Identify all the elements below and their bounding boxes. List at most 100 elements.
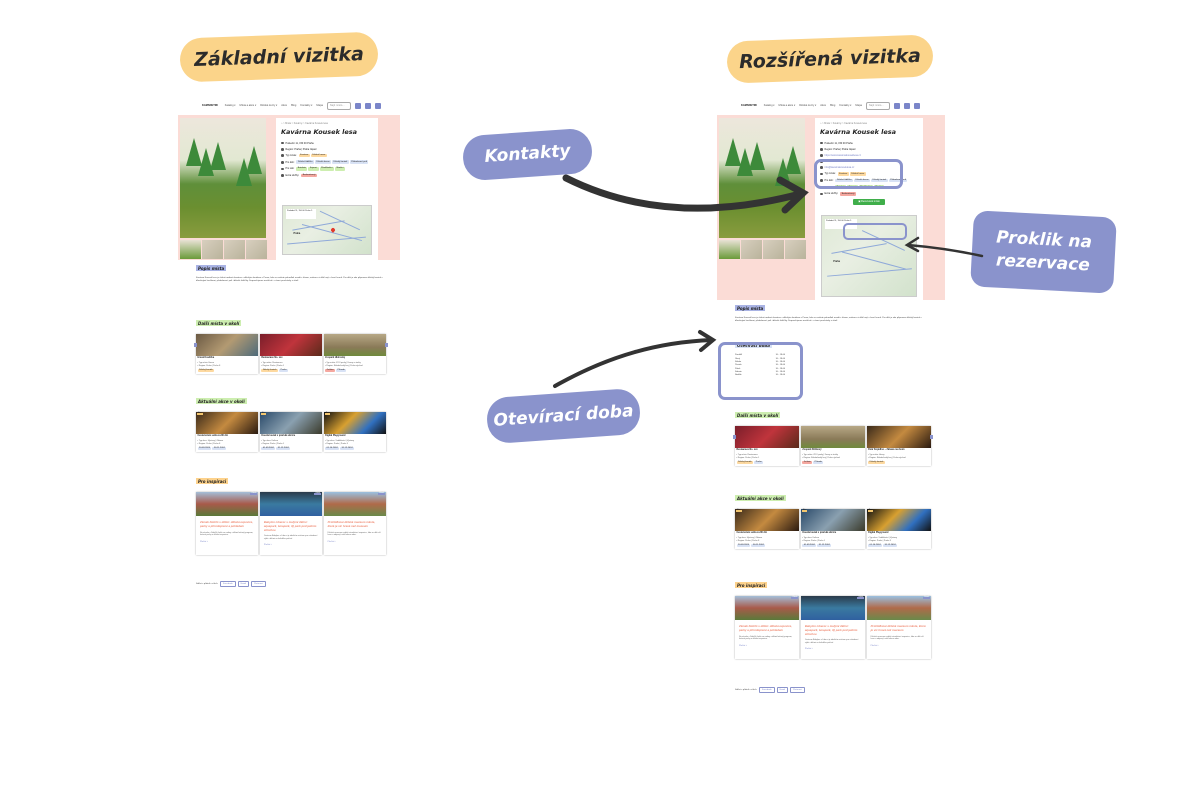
gallery-thumb[interactable] bbox=[741, 240, 762, 259]
event-card-title[interactable]: Kouzla loutek v pražské ulicíce bbox=[261, 435, 296, 438]
nearby-card-title[interactable]: Restaurace No. xxx bbox=[736, 449, 758, 452]
nearby-card[interactable]: Zoopark Hlohovky▪ Typ místa: ZOO parky |… bbox=[323, 334, 386, 375]
gallery-thumb[interactable] bbox=[224, 240, 245, 259]
event-card-title[interactable]: Digital Playground bbox=[868, 532, 889, 535]
kids-tag[interactable]: Dětská židlička bbox=[296, 160, 314, 165]
nearby-card[interactable]: Dvůr Kopidlno – Zábava na dvoře▪ Typ mís… bbox=[866, 426, 931, 467]
nearby-card-title[interactable]: Hravá Koulička bbox=[197, 357, 215, 360]
read-more-link[interactable]: Přečíst » bbox=[739, 644, 747, 647]
event-card-tag[interactable]: 20.09.2024 bbox=[197, 446, 212, 451]
type-tag[interactable]: Kavárna bbox=[298, 153, 310, 158]
nav-item[interactable]: Dětské kurzy ▾ bbox=[260, 104, 278, 108]
share-button-facebook[interactable]: Facebook bbox=[759, 687, 775, 693]
share-button-facebook[interactable]: Facebook bbox=[220, 581, 236, 587]
read-more-link[interactable]: Přečíst » bbox=[804, 648, 813, 651]
event-card-title[interactable]: Digital Playground bbox=[325, 435, 346, 438]
read-more-link[interactable]: Přečíst » bbox=[200, 540, 208, 543]
nav-item[interactable]: Mapa bbox=[855, 104, 862, 108]
nav-item[interactable]: Katalog ▾ bbox=[763, 104, 775, 108]
kids-tag[interactable]: Dětská herna bbox=[315, 160, 332, 165]
gallery-thumb[interactable] bbox=[180, 240, 201, 259]
carousel-next-arrow[interactable] bbox=[930, 435, 933, 440]
nav-item[interactable]: Kontakty ▾ bbox=[839, 104, 852, 108]
nearby-card-title[interactable]: Dvůr Kopidlno – Zábava na dvoře bbox=[868, 449, 905, 452]
site-logo[interactable]: KAMSDETMI bbox=[202, 104, 218, 108]
nearby-card-title[interactable]: Zoopark Hlohovky bbox=[325, 357, 346, 360]
nearby-card-tag[interactable]: Praha bbox=[279, 368, 288, 373]
nearby-card-title[interactable]: Restaurace No. xxx bbox=[261, 357, 283, 360]
nav-item[interactable]: Kontakty ▾ bbox=[300, 104, 313, 108]
nearby-card-tag[interactable]: Dětský koutek bbox=[868, 460, 885, 465]
instagram-icon[interactable] bbox=[903, 103, 910, 109]
email-link[interactable]: info@kavarnakouseklesa.cz bbox=[824, 166, 855, 170]
nav-item[interactable]: Místa a akce ▾ bbox=[778, 104, 796, 108]
nearby-card[interactable]: Zoopark Klíčkový▪ Typ místa: ZOO parky |… bbox=[800, 426, 866, 467]
instagram-icon[interactable] bbox=[364, 103, 371, 109]
reserve-button[interactable]: ▣ Rezervovat místo bbox=[853, 198, 885, 205]
gallery-thumb[interactable] bbox=[719, 240, 740, 259]
inspiration-card-title[interactable]: Babylon Liberec s malými dětmi: aquapark… bbox=[263, 520, 317, 532]
place-photo[interactable] bbox=[180, 118, 266, 238]
gallery-thumb[interactable] bbox=[785, 240, 806, 259]
nav-item[interactable]: Mapa bbox=[316, 104, 323, 108]
inspiration-card-title[interactable]: Babylon Liberec s malými dětmi: aquapark… bbox=[804, 624, 858, 636]
event-card-tag[interactable]: 30.11.2024 bbox=[751, 543, 766, 548]
carousel-next-arrow[interactable] bbox=[385, 343, 388, 348]
event-card-tag[interactable]: 31.12.2024 bbox=[276, 446, 291, 451]
kids-tag[interactable]: Dětská židlička bbox=[835, 178, 853, 183]
nearby-card-tag[interactable]: Dětský koutek bbox=[261, 368, 279, 373]
settings-icon[interactable] bbox=[913, 103, 920, 109]
nearby-card[interactable]: Restaurace No. xxx▪ Typ místa: Restaurac… bbox=[735, 426, 800, 467]
breadcrumb[interactable]: ⌂ > Místa > Kavárny > Kavárna Kousek les… bbox=[820, 122, 867, 125]
settings-icon[interactable] bbox=[374, 103, 381, 109]
kids-tag[interactable]: Dětská herna bbox=[854, 178, 871, 183]
age-tag[interactable]: Školáci bbox=[334, 167, 345, 171]
extra-tag[interactable]: Bezbariérový bbox=[840, 192, 856, 196]
facebook-icon[interactable] bbox=[893, 103, 900, 109]
age-tag[interactable]: Batolata bbox=[296, 167, 308, 171]
nearby-card-title[interactable]: Zoopark Klíčkový bbox=[802, 449, 822, 452]
event-card-tag[interactable]: 01.09.2024 bbox=[261, 446, 276, 451]
share-button-pinterest[interactable]: Pinterest bbox=[790, 687, 805, 693]
nav-item[interactable]: Blog bbox=[291, 104, 297, 108]
event-card-title[interactable]: Cesta kolem světa za 80 dní bbox=[197, 435, 228, 438]
read-more-link[interactable]: Přečíst » bbox=[263, 544, 272, 547]
extra-tag[interactable]: Bezbariérový bbox=[301, 173, 317, 178]
read-more-link[interactable]: Přečíst » bbox=[327, 540, 336, 543]
breadcrumb[interactable]: ⌂ > Místa > Kavárny > Kavárna Kousek les… bbox=[281, 122, 328, 125]
type-tag[interactable]: Dětská herna bbox=[310, 153, 327, 158]
gallery-thumb[interactable] bbox=[202, 240, 223, 259]
carousel-prev-arrow[interactable] bbox=[733, 435, 736, 440]
event-card-tag[interactable]: 20.09.2024 bbox=[736, 543, 751, 548]
nearby-card-tag[interactable]: Příroda bbox=[813, 460, 824, 465]
share-button-email[interactable]: Email bbox=[237, 581, 250, 587]
kids-tag[interactable]: Dětský koutek bbox=[332, 160, 349, 165]
event-card-tag[interactable]: 01.10.2024 bbox=[868, 543, 883, 548]
read-more-link[interactable]: Přečíst » bbox=[870, 644, 879, 647]
nav-item[interactable]: Místa a akce ▾ bbox=[239, 104, 257, 108]
event-card-tag[interactable]: 30.11.2024 bbox=[212, 446, 227, 451]
type-tag[interactable]: Dětská herna bbox=[849, 172, 866, 176]
facebook-icon[interactable] bbox=[354, 103, 361, 109]
site-logo[interactable]: KAMSDETMI bbox=[741, 104, 757, 108]
event-card-title[interactable]: Kouzla loutek v pražské ulicíce bbox=[802, 532, 837, 535]
nearby-card-tag[interactable]: Dětský koutek bbox=[736, 460, 754, 465]
nearby-card-tag[interactable]: Zvířata bbox=[325, 368, 335, 373]
share-button-pinterest[interactable]: Pinterest bbox=[251, 581, 266, 587]
nav-item[interactable]: Akce bbox=[820, 104, 827, 108]
website-link[interactable]: https://www.kavarnakouseklesa.cz bbox=[824, 153, 861, 157]
search-input[interactable]: Najít místo... bbox=[326, 102, 351, 110]
inspiration-card-title[interactable]: Zámek Dobříš s dětmi: dětská expozice, p… bbox=[200, 520, 254, 529]
inspiration-card-title[interactable]: Prohlídkové dětské muzeum města, která j… bbox=[870, 624, 926, 633]
event-card-tag[interactable]: 01.10.2024 bbox=[325, 446, 340, 451]
event-card-tag[interactable]: 31.12.2024 bbox=[883, 543, 898, 548]
event-card-tag[interactable]: 31.12.2024 bbox=[817, 543, 832, 548]
